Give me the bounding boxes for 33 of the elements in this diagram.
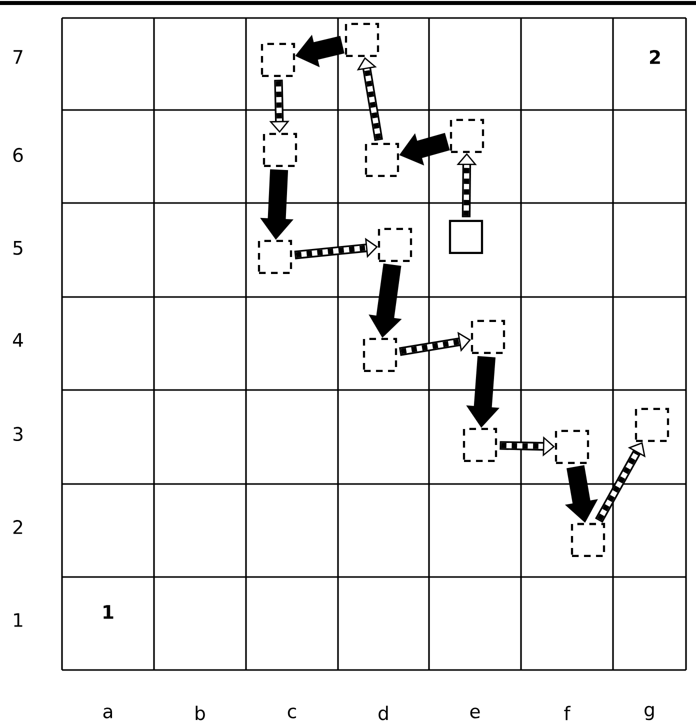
axis-label: c (288, 708, 296, 718)
dashed-square (260, 42, 296, 78)
cell-number: 1 (104, 605, 114, 619)
axis-label: 2 (13, 520, 22, 534)
checkered-arrow (399, 332, 471, 356)
dashed-square (570, 522, 606, 558)
axis-label: 5 (14, 241, 22, 255)
dashed-square (450, 118, 484, 154)
dashed-square (378, 228, 412, 262)
axis-label: g (644, 706, 654, 720)
dashed-square (258, 240, 292, 274)
axis-label: e (470, 708, 480, 718)
dashed-square (262, 132, 298, 168)
dashed-square (362, 338, 398, 372)
dashed-square (634, 408, 670, 442)
axis-label: 7 (14, 50, 22, 64)
axis-label: b (196, 706, 205, 720)
axis-label: a (103, 708, 112, 718)
axis-label: 1 (14, 613, 22, 627)
axis-label: 6 (13, 148, 23, 162)
dashed-square (554, 430, 590, 464)
checkered-arrow (356, 57, 383, 141)
axis-label: d (378, 706, 388, 720)
dashed-square (344, 22, 380, 58)
dashed-square (364, 142, 400, 178)
cell-number: 2 (650, 50, 660, 64)
dashed-square (470, 320, 506, 354)
axis-label: 4 (12, 333, 23, 347)
dashed-square (462, 428, 498, 462)
axis-label: f (564, 706, 571, 720)
start-square (448, 220, 484, 254)
checkered-arrow (294, 238, 378, 260)
axis-label: 3 (13, 426, 22, 442)
